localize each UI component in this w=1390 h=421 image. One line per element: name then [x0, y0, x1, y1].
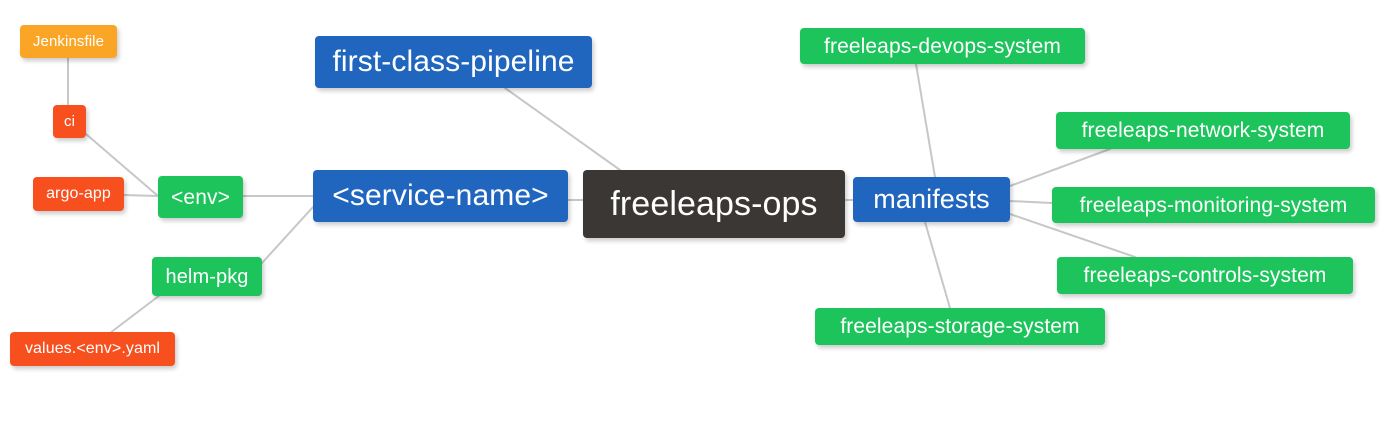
edge-manifests-to-freeleaps-network-system — [1009, 148, 1111, 187]
node-argo-app[interactable]: argo-app — [33, 177, 124, 211]
node-first-class-pipeline[interactable]: first-class-pipeline — [315, 36, 592, 88]
node-label-values-yaml: values.<env>.yaml — [24, 340, 161, 357]
node-freeleaps-network-system[interactable]: freeleaps-network-system — [1056, 112, 1350, 149]
node-service-name[interactable]: <service-name> — [313, 170, 568, 222]
node-freeleaps-monitoring-system[interactable]: freeleaps-monitoring-system — [1052, 187, 1375, 223]
edge-helm-pkg-to-values-yaml — [109, 294, 161, 334]
node-values-yaml[interactable]: values.<env>.yaml — [10, 332, 175, 366]
node-helm-pkg[interactable]: helm-pkg — [152, 257, 262, 296]
node-ci[interactable]: ci — [53, 105, 86, 138]
edge-service-name-to-helm-pkg — [261, 206, 314, 264]
node-label-ci: ci — [63, 113, 76, 130]
node-label-manifests: manifests — [873, 184, 990, 214]
node-label-freeleaps-ops: freeleaps-ops — [610, 185, 818, 223]
node-jenkinsfile[interactable]: Jenkinsfile — [20, 25, 117, 58]
edge-first-class-pipeline-to-freeleaps-ops — [504, 87, 621, 171]
node-label-service-name: <service-name> — [332, 179, 549, 212]
node-label-freeleaps-controls-system: freeleaps-controls-system — [1083, 264, 1327, 287]
node-label-freeleaps-monitoring-system: freeleaps-monitoring-system — [1079, 193, 1348, 217]
edge-manifests-to-freeleaps-monitoring-system — [1009, 200, 1053, 204]
node-freeleaps-devops-system[interactable]: freeleaps-devops-system — [800, 28, 1085, 64]
node-label-freeleaps-network-system: freeleaps-network-system — [1081, 119, 1325, 142]
node-label-freeleaps-devops-system: freeleaps-devops-system — [824, 34, 1061, 58]
node-manifests[interactable]: manifests — [853, 177, 1010, 222]
node-freeleaps-storage-system[interactable]: freeleaps-storage-system — [815, 308, 1105, 345]
node-freeleaps-ops[interactable]: freeleaps-ops — [583, 170, 845, 238]
edge-manifests-to-freeleaps-devops-system — [915, 63, 936, 178]
node-label-helm-pkg: helm-pkg — [165, 265, 249, 288]
edge-manifests-to-freeleaps-storage-system — [924, 221, 951, 309]
node-label-freeleaps-storage-system: freeleaps-storage-system — [840, 315, 1080, 338]
node-freeleaps-controls-system[interactable]: freeleaps-controls-system — [1057, 257, 1353, 294]
edge-argo-app-to-env — [123, 194, 159, 197]
node-label-first-class-pipeline: first-class-pipeline — [332, 45, 575, 78]
node-env[interactable]: <env> — [158, 176, 243, 218]
node-label-env: <env> — [171, 185, 230, 209]
node-label-argo-app: argo-app — [46, 185, 111, 202]
node-label-jenkinsfile: Jenkinsfile — [32, 33, 105, 50]
